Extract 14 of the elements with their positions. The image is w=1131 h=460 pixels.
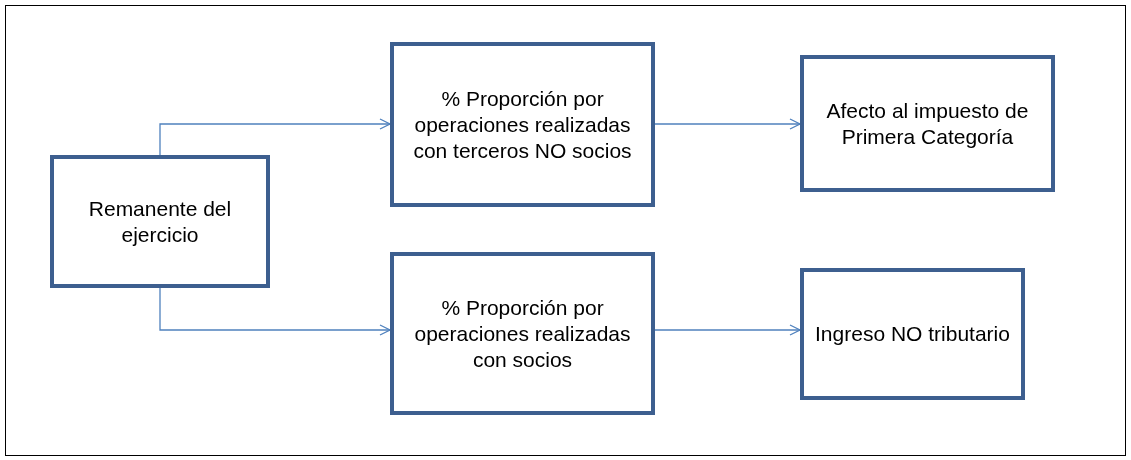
box-label: % Proporción por operaciones realizadas con terceros NO socios <box>412 85 633 164</box>
process-box <box>800 55 1055 192</box>
process-box <box>800 268 1025 400</box>
arrow <box>654 118 801 130</box>
arrow <box>159 118 391 156</box>
box-label: Ingreso NO tributario <box>815 321 1010 347</box>
process-box <box>50 155 270 288</box>
process-box <box>390 252 655 415</box>
process-box <box>390 42 655 207</box>
arrow <box>159 287 391 336</box>
arrow <box>654 324 801 336</box>
box-label: Remanente del ejercicio <box>87 195 233 248</box>
box-label: % Proporción por operaciones realizadas con socios <box>413 294 632 373</box>
box-label: Afecto al impuesto de Primera Categoría <box>825 97 1030 150</box>
